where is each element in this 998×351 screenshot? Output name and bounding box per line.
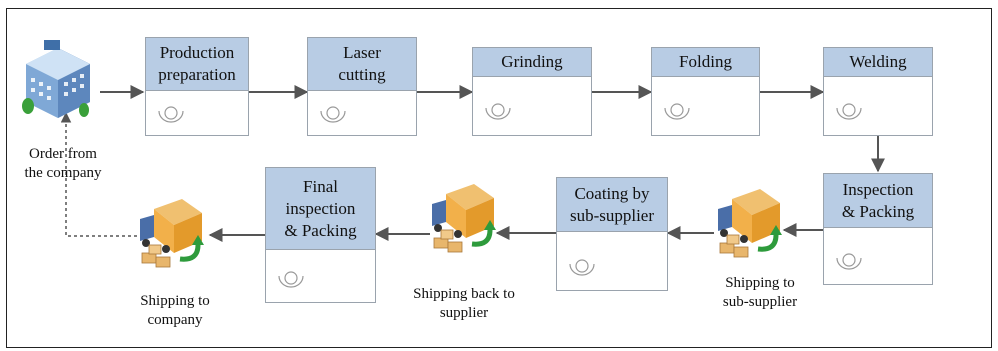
step-production-preparation: Production preparation <box>145 37 249 136</box>
step-grinding: Grinding <box>472 47 592 136</box>
origin-caption: Order from the company <box>24 146 102 181</box>
step-label: Folding <box>652 48 759 77</box>
step-laser-cutting: Laser cutting <box>307 37 417 136</box>
value-stream-icon <box>485 103 511 120</box>
delivery-truck-icon <box>140 199 204 268</box>
step-label: Production preparation <box>146 38 248 91</box>
value-stream-icon <box>278 271 304 288</box>
company-building-icon <box>22 40 90 118</box>
step-coating-by-sub-supplier: Coating by sub-supplier <box>556 177 668 291</box>
step-label: Coating by sub-supplier <box>557 178 667 232</box>
value-stream-icon <box>836 253 862 270</box>
step-inspection-packing: Inspection & Packing <box>823 173 933 285</box>
diagram-frame <box>6 8 992 348</box>
value-stream-icon <box>320 106 346 123</box>
value-stream-icon <box>569 259 595 276</box>
step-label: Final inspection & Packing <box>266 168 375 250</box>
step-welding: Welding <box>823 47 933 136</box>
delivery-truck-icon <box>432 184 496 253</box>
delivery-truck-icon <box>718 189 782 258</box>
caption-shipping-to-sub-supplier: Shipping to sub-supplier <box>722 275 798 310</box>
caption-shipping-back-to-supplier: Shipping back to supplier <box>413 286 515 321</box>
value-stream-icon <box>158 106 184 123</box>
step-label: Grinding <box>473 48 591 77</box>
step-label: Laser cutting <box>308 38 416 91</box>
value-stream-icon <box>664 103 690 120</box>
dashed-return-to-company <box>60 111 137 237</box>
step-folding: Folding <box>651 47 760 136</box>
caption-shipping-to-company: Shipping to company <box>140 293 210 328</box>
step-final-inspection-packing: Final inspection & Packing <box>265 167 376 303</box>
step-label: Inspection & Packing <box>824 174 932 228</box>
step-label: Welding <box>824 48 932 77</box>
value-stream-icon <box>836 103 862 120</box>
